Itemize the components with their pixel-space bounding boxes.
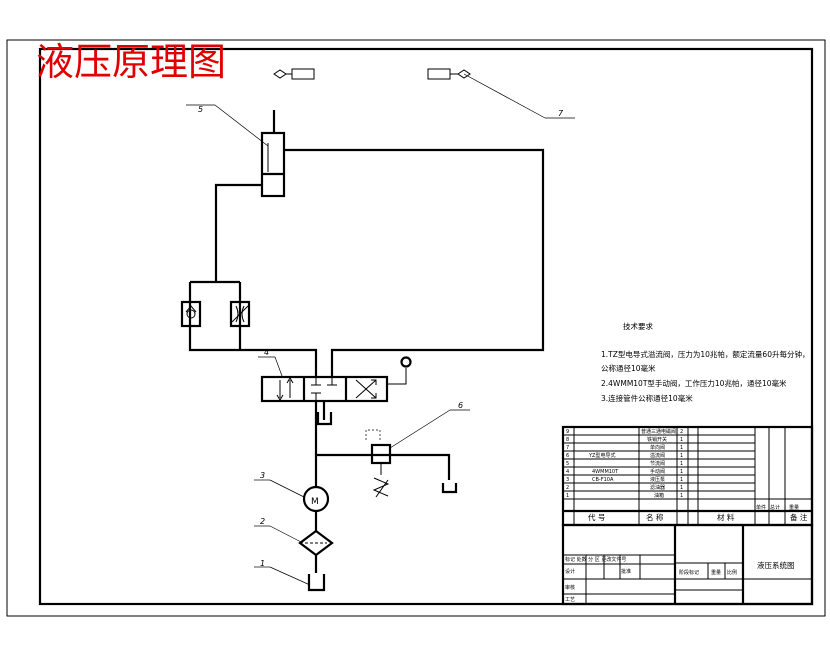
bom-qty-5: 1 [680,461,683,467]
bom-no-2: 2 [566,485,569,491]
bom-no-9: 9 [566,429,569,435]
bom-qty-2: 1 [680,485,683,491]
bom-header-code: 代 号 [588,512,605,522]
bom-qty-1: 1 [680,493,683,499]
title-block-revision-row: 标记 处数 分 区 更改文件号 [565,556,626,563]
bom-name-7: 单向阀 [650,444,665,451]
electric-motor-3 [302,485,330,513]
tech-req-line-3: 2.4WMM10T型手动阀，工作压力10兆帕，通径10毫米 [601,378,787,388]
bom-qty-8: 1 [680,437,683,443]
pipe-lines [188,148,545,573]
title-block-process: 工艺 [565,597,575,603]
bom-code-4: 4WMM10T [592,469,619,475]
bom-no-1: 1 [566,493,569,499]
bom-name-6: 溢流阀 [650,452,665,459]
part-label-2: 2 [260,517,265,526]
leader-lines [186,73,575,586]
part-label-1: 1 [260,559,265,568]
bom-name-1: 油箱 [654,492,664,499]
title-block-approve: 批准 [621,568,631,575]
title-block-drawing-name: 液压系统图 [757,560,795,570]
bom-name-8: 铁销开关 [647,436,667,443]
bom-header-name: 名 称 [646,512,664,522]
drawing-title: 液压原理图 [36,40,226,84]
orientation-symbol-right [427,68,471,80]
title-block-design: 设计 [565,568,575,575]
inner-frame [38,47,814,606]
bom-no-4: 4 [566,469,569,475]
part-label-5: 5 [198,105,203,114]
bom-no-3: 3 [566,477,569,483]
bom-qty-4: 1 [680,469,683,475]
oil-filter-2 [298,529,334,557]
bom-code-6: YZ型电导式 [588,452,615,459]
bom-code-3: CB-F10A [592,477,614,483]
title-block [561,523,814,606]
bom-name-2: 滤油器 [650,484,665,491]
orientation-symbol-left [273,68,315,80]
relief-valve-6 [365,429,392,498]
tank-symbol-relief [441,483,458,494]
title-block-scale: 比例 [727,569,737,576]
manual-directional-valve-4 [260,356,412,403]
bom-no-8: 8 [566,437,569,443]
title-block-stage: 阶段标记 [679,569,699,576]
tech-req-line-2: 公称通径10毫米 [601,363,656,373]
part-label-7: 7 [558,109,564,118]
bom-header-unit-weight: 单件 [756,504,766,511]
title-block-review: 审核 [565,584,575,591]
throttle-valve [229,300,251,328]
tech-req-heading: 技术要求 [623,321,653,331]
bom-name-9: 普通三通电磁阀 [641,428,676,435]
bom-name-5: 节流阀 [650,460,665,467]
part-label-6: 6 [458,401,463,410]
tank-symbol-valve-return [316,401,333,426]
bom-header-remark: 备 注 [790,512,808,522]
bom-qty-6: 1 [680,453,683,459]
check-valve [180,300,202,328]
title-block-weight: 重量 [711,569,721,576]
bom-name-4: 手动阀 [650,468,665,475]
bom-qty-9: 2 [680,429,683,435]
bom-header-weight: 重量 [789,504,799,511]
bom-name-3: 液压泵 [650,476,665,483]
bom-header-total-weight: 总计 [770,504,780,511]
bom-no-5: 5 [566,461,569,467]
bom-qty-7: 1 [680,445,683,451]
tech-req-line-4: 3.连接管件公称通径10毫米 [601,393,693,403]
bom-no-6: 6 [566,453,569,459]
motor-symbol-label: M [311,497,319,507]
hydraulic-cylinder-5 [260,110,286,198]
outer-frame [6,39,826,617]
part-label-3: 3 [260,471,265,480]
oil-tank-1 [307,574,326,592]
bom-header-material: 材 料 [717,512,735,522]
tech-req-line-1: 1.TZ型电导式溢流阀，压力为10兆帕，额定流量60升每分钟， [601,349,809,359]
part-label-4: 4 [264,348,269,357]
bom-no-7: 7 [566,445,569,451]
bom-qty-3: 1 [680,477,683,483]
